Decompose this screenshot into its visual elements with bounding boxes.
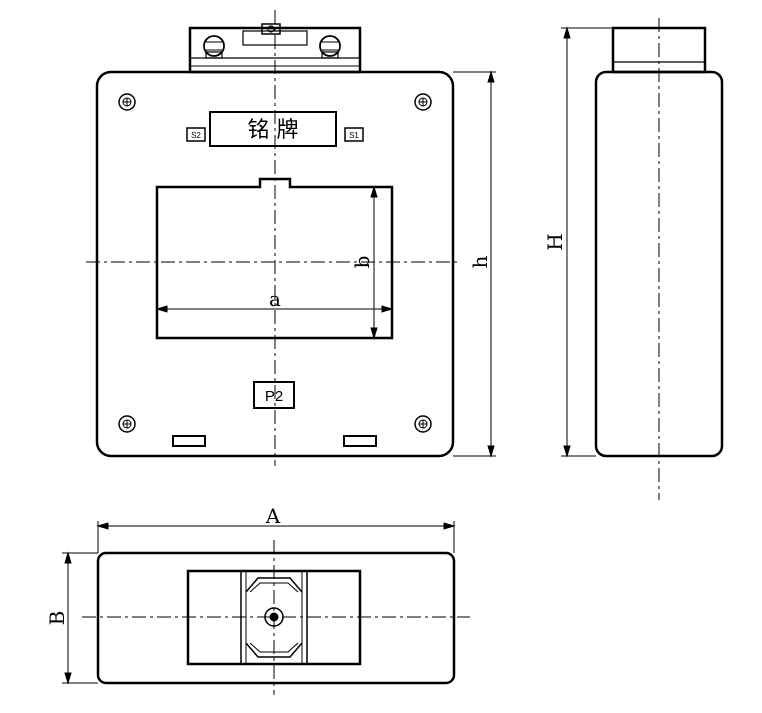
bottom-dimensions (62, 521, 456, 685)
terminal-tag-s2-frame (186, 127, 206, 142)
nameplate-label: 铭 牌 (248, 118, 299, 143)
side-view (594, 26, 724, 458)
dim-label-h: h (468, 255, 492, 268)
corner-screw-bl (118, 415, 136, 433)
corner-screw-br (414, 415, 432, 433)
bottom-body-outline (96, 551, 456, 685)
terminal-tag-s1-frame (344, 127, 364, 142)
dim-label-a: a (269, 287, 281, 311)
bottom-centerlines (82, 540, 470, 695)
terminal-screw-right (319, 35, 341, 59)
front-centerlines (86, 10, 460, 466)
terminal-tag-s2-label: S2 (191, 131, 201, 140)
bottom-slot-left (172, 435, 206, 447)
corner-screw-tr (414, 93, 432, 111)
dim-label-H: H (543, 233, 567, 250)
nameplate-frame (209, 111, 337, 147)
dim-label-B: B (45, 611, 69, 626)
side-dimensions (561, 26, 613, 458)
p2-label: P2 (265, 388, 283, 405)
bottom-slot-right (343, 435, 377, 447)
terminal-screw-left (203, 35, 225, 59)
p2-label-frame (253, 381, 295, 409)
primary-window-outline (155, 177, 394, 340)
corner-screw-tl (118, 93, 136, 111)
bottom-view (96, 551, 456, 685)
terminal-tag-s1-label: S1 (349, 131, 359, 140)
dim-label-A: A (265, 504, 281, 528)
front-dimensions (155, 70, 496, 458)
dim-label-b: b (350, 256, 374, 269)
